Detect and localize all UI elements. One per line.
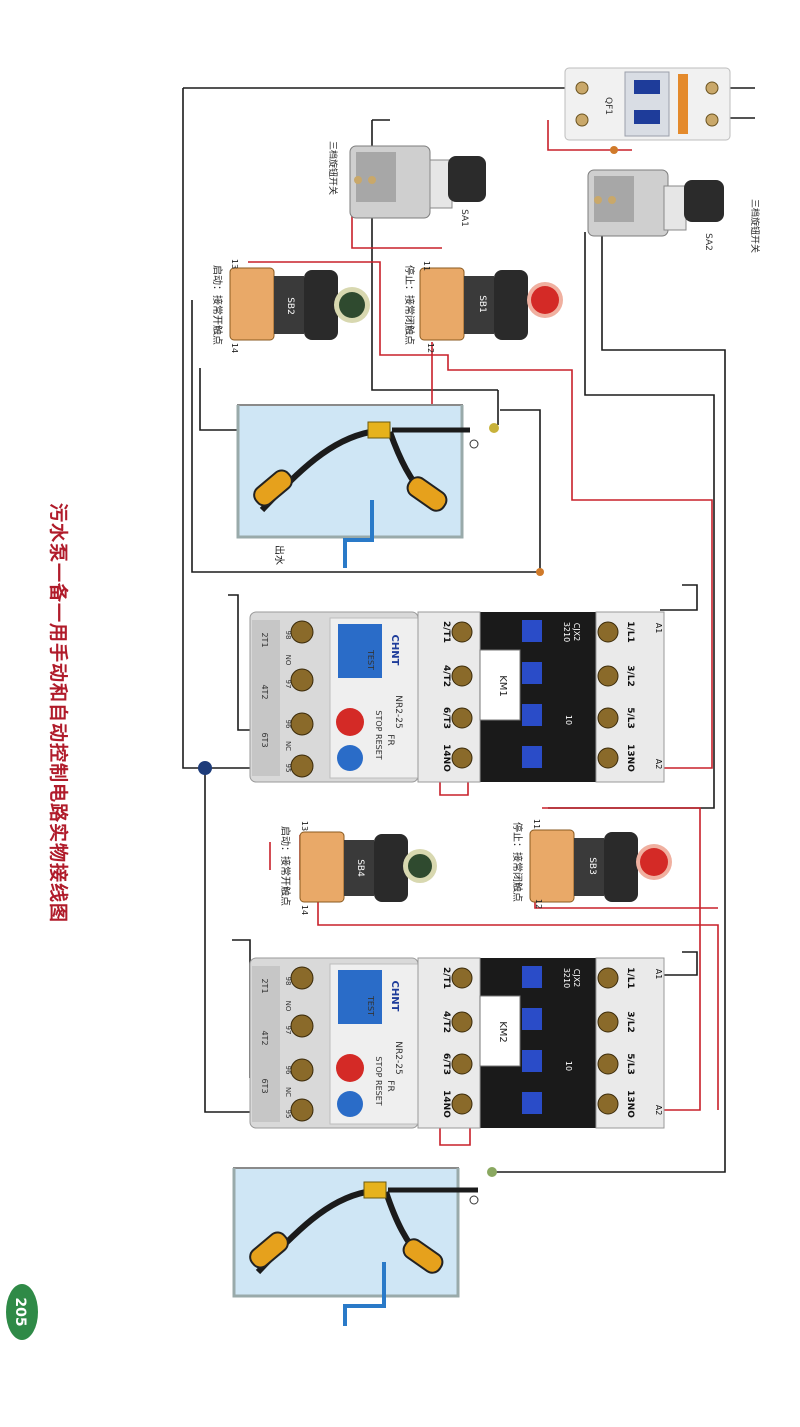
fr1-tag: FR <box>385 734 395 745</box>
km1-bottom-4t2: 4/T2 <box>441 665 451 687</box>
km1-aux: 10 <box>564 715 573 725</box>
fr1-aux-96: 96 <box>284 720 292 729</box>
fr1-model: NR2-25 <box>393 695 403 728</box>
selector-sa1-caption: 三档旋钮开关 <box>327 141 339 195</box>
fr2-tag: FR <box>385 1080 395 1091</box>
fr1-terminal-4t2: 4T2 <box>260 684 269 699</box>
km2-model: CJX2 <box>572 969 581 988</box>
km1-model: CJX2 <box>572 623 581 642</box>
km2-rating: 3210 <box>562 968 571 988</box>
fr1-aux-nc: NC <box>284 741 292 751</box>
fr1-terminal-2t1: 2T1 <box>260 632 269 647</box>
water-tank-2 <box>232 1167 497 1326</box>
fr2-aux-nc: NC <box>284 1087 292 1097</box>
sb1-id: SB1 <box>477 295 487 313</box>
page-number: 205 <box>12 1297 28 1326</box>
push-button-sb2[interactable]: SB2 13 14 启动：接常开触点 <box>211 259 370 353</box>
sb2-terminal-13: 13 <box>230 259 239 269</box>
sb3-caption: 停止：接常闭触点 <box>511 822 524 902</box>
breaker-label: QF1 <box>603 97 613 115</box>
km2-top-13no: 13NO <box>625 1090 635 1118</box>
fr2-brand: CHNT <box>389 981 400 1012</box>
km1-top-3l2: 3/L2 <box>625 665 635 687</box>
fr1-terminal-6t3: 6T3 <box>260 732 269 747</box>
fr2-aux-98: 98 <box>284 977 292 986</box>
thermal-relay-fr2: CHNT NR2-25 FR TEST STOP RESET 2T1 4T2 6… <box>249 957 419 1129</box>
junction-dots <box>198 146 618 775</box>
thermal-relay-fr1: CHNT NR2-25 FR TEST STOP RESET 2T1 4T2 6… <box>249 611 419 783</box>
fr2-aux-95: 95 <box>284 1110 292 1119</box>
km2-coil-a1: A1 <box>654 969 663 980</box>
selector-switch-sa2[interactable]: SA2 三档旋钮开关 <box>587 169 761 253</box>
fr2-stop-reset: STOP RESET <box>374 1056 383 1105</box>
selector-sa1-id: SA1 <box>459 209 469 227</box>
water-tank-1: 出水 <box>236 404 499 568</box>
selector-switch-sa1[interactable]: SA1 三档旋钮开关 <box>327 141 486 227</box>
km1-coil-a2: A2 <box>654 759 663 770</box>
km2-top-5l3: 5/L3 <box>625 1053 635 1075</box>
fr1-test: TEST <box>366 649 375 670</box>
fr1-brand: CHNT <box>389 635 400 666</box>
fr2-aux-96: 96 <box>284 1066 292 1075</box>
km2-bottom-2t1: 2/T1 <box>441 967 451 989</box>
push-button-sb4[interactable]: SB4 13 14 启动：接常开触点 <box>279 821 437 915</box>
km1-top-1l1: 1/L1 <box>625 621 635 643</box>
fr2-terminal-6t3: 6T3 <box>260 1078 269 1093</box>
km2-bottom-14no: 14NO <box>441 1090 451 1118</box>
sb2-caption: 启动：接常开触点 <box>211 265 224 345</box>
km2-bottom-4t2: 4/T2 <box>441 1011 451 1033</box>
km2-aux: 10 <box>564 1061 573 1071</box>
sb1-terminal-12: 12 <box>426 343 435 353</box>
fr2-aux-no: NO <box>284 1001 292 1012</box>
km1-bottom-2t1: 2/T1 <box>441 621 451 643</box>
sb3-terminal-12: 12 <box>534 899 543 909</box>
sb3-id: SB3 <box>587 857 597 875</box>
selector-sa2-id: SA2 <box>703 233 713 251</box>
fr1-aux-no: NO <box>284 655 292 666</box>
km2-bottom-6t3: 6/T3 <box>441 1053 451 1075</box>
sb4-terminal-14: 14 <box>300 905 309 915</box>
push-button-sb1[interactable]: SB1 11 12 停止：接常闭触点 <box>403 261 563 353</box>
km1-bottom-6t3: 6/T3 <box>441 707 451 729</box>
circuit-breaker: QF1 <box>564 67 731 141</box>
fr1-aux-97: 97 <box>284 680 292 689</box>
fr1-stop-reset: STOP RESET <box>374 710 383 759</box>
push-button-sb3[interactable]: SB3 11 12 停止：接常闭触点 <box>511 819 672 909</box>
km1-top-5l3: 5/L3 <box>625 707 635 729</box>
km2-top-1l1: 1/L1 <box>625 967 635 989</box>
fr1-aux-98: 98 <box>284 631 292 640</box>
selector-sa2-caption: 三档旋钮开关 <box>749 199 761 253</box>
page-title: 污水泵一备一用手动和自动控制电路实物接线图 <box>47 503 70 923</box>
sb2-terminal-14: 14 <box>230 343 239 353</box>
tank1-outlet-label: 出水 <box>273 545 286 565</box>
sb4-caption: 启动：接常开触点 <box>279 826 292 906</box>
km2-top-3l2: 3/L2 <box>625 1011 635 1033</box>
km2-coil-a2: A2 <box>654 1105 663 1116</box>
fr2-aux-97: 97 <box>284 1026 292 1035</box>
page-number-badge: 205 <box>6 1284 38 1340</box>
fr2-model: NR2-25 <box>393 1041 403 1074</box>
contactor-km2: KM2 CJX2 3210 10 1/L1 3/L2 5/L3 13NO 2/T… <box>417 957 665 1129</box>
km2-id: KM2 <box>497 1021 508 1043</box>
sb1-terminal-11: 11 <box>422 261 431 271</box>
fr2-terminal-2t1: 2T1 <box>260 978 269 993</box>
fr1-aux-95: 95 <box>284 764 292 773</box>
km1-bottom-14no: 14NO <box>441 744 451 772</box>
km1-id: KM1 <box>497 675 508 697</box>
sb4-terminal-13: 13 <box>300 821 309 831</box>
sb1-caption: 停止：接常闭触点 <box>403 265 416 345</box>
sb3-terminal-11: 11 <box>532 819 541 829</box>
fr2-terminal-4t2: 4T2 <box>260 1030 269 1045</box>
km1-rating: 3210 <box>562 622 571 642</box>
fr2-test: TEST <box>366 995 375 1016</box>
km1-top-13no: 13NO <box>625 744 635 772</box>
sb2-id: SB2 <box>285 297 295 315</box>
km1-coil-a1: A1 <box>654 623 663 634</box>
contactor-km1: KM1 CJX2 3210 10 1/L1 3/L2 5/L3 13NO 2/T… <box>417 611 665 783</box>
sb4-id: SB4 <box>355 859 365 877</box>
